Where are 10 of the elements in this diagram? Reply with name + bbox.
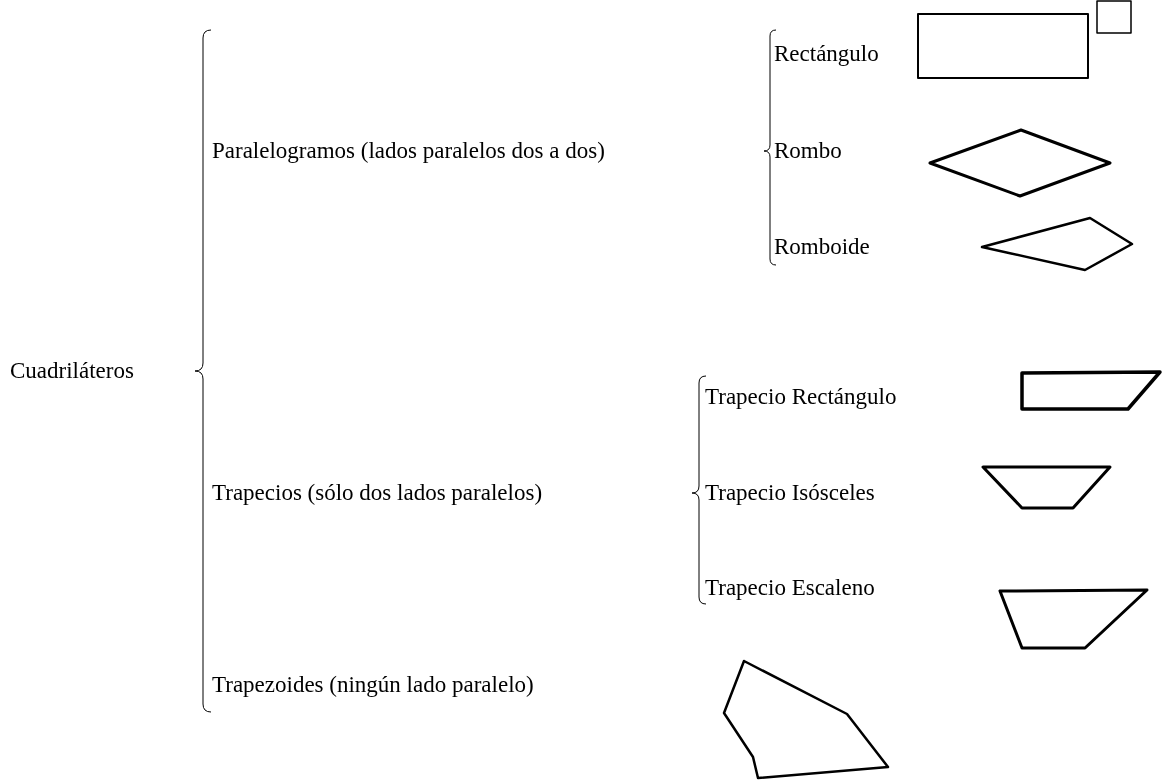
category-label: Trapecio Isósceles — [705, 479, 875, 507]
category-label: Trapecio Escaleno — [705, 574, 875, 602]
category-label: Cuadriláteros — [10, 357, 134, 385]
category-label: Rombo — [774, 137, 842, 165]
category-label: Trapecio Rectángulo — [705, 383, 897, 411]
category-label: Paralelogramos (lados paralelos dos a dos) — [212, 137, 605, 165]
category-label: Trapecios (sólo dos lados paralelos) — [212, 479, 543, 507]
category-label: Rectángulo — [774, 40, 879, 68]
category-label: Trapezoides (ningún lado paralelo) — [212, 671, 534, 699]
category-label: Romboide — [774, 233, 870, 261]
